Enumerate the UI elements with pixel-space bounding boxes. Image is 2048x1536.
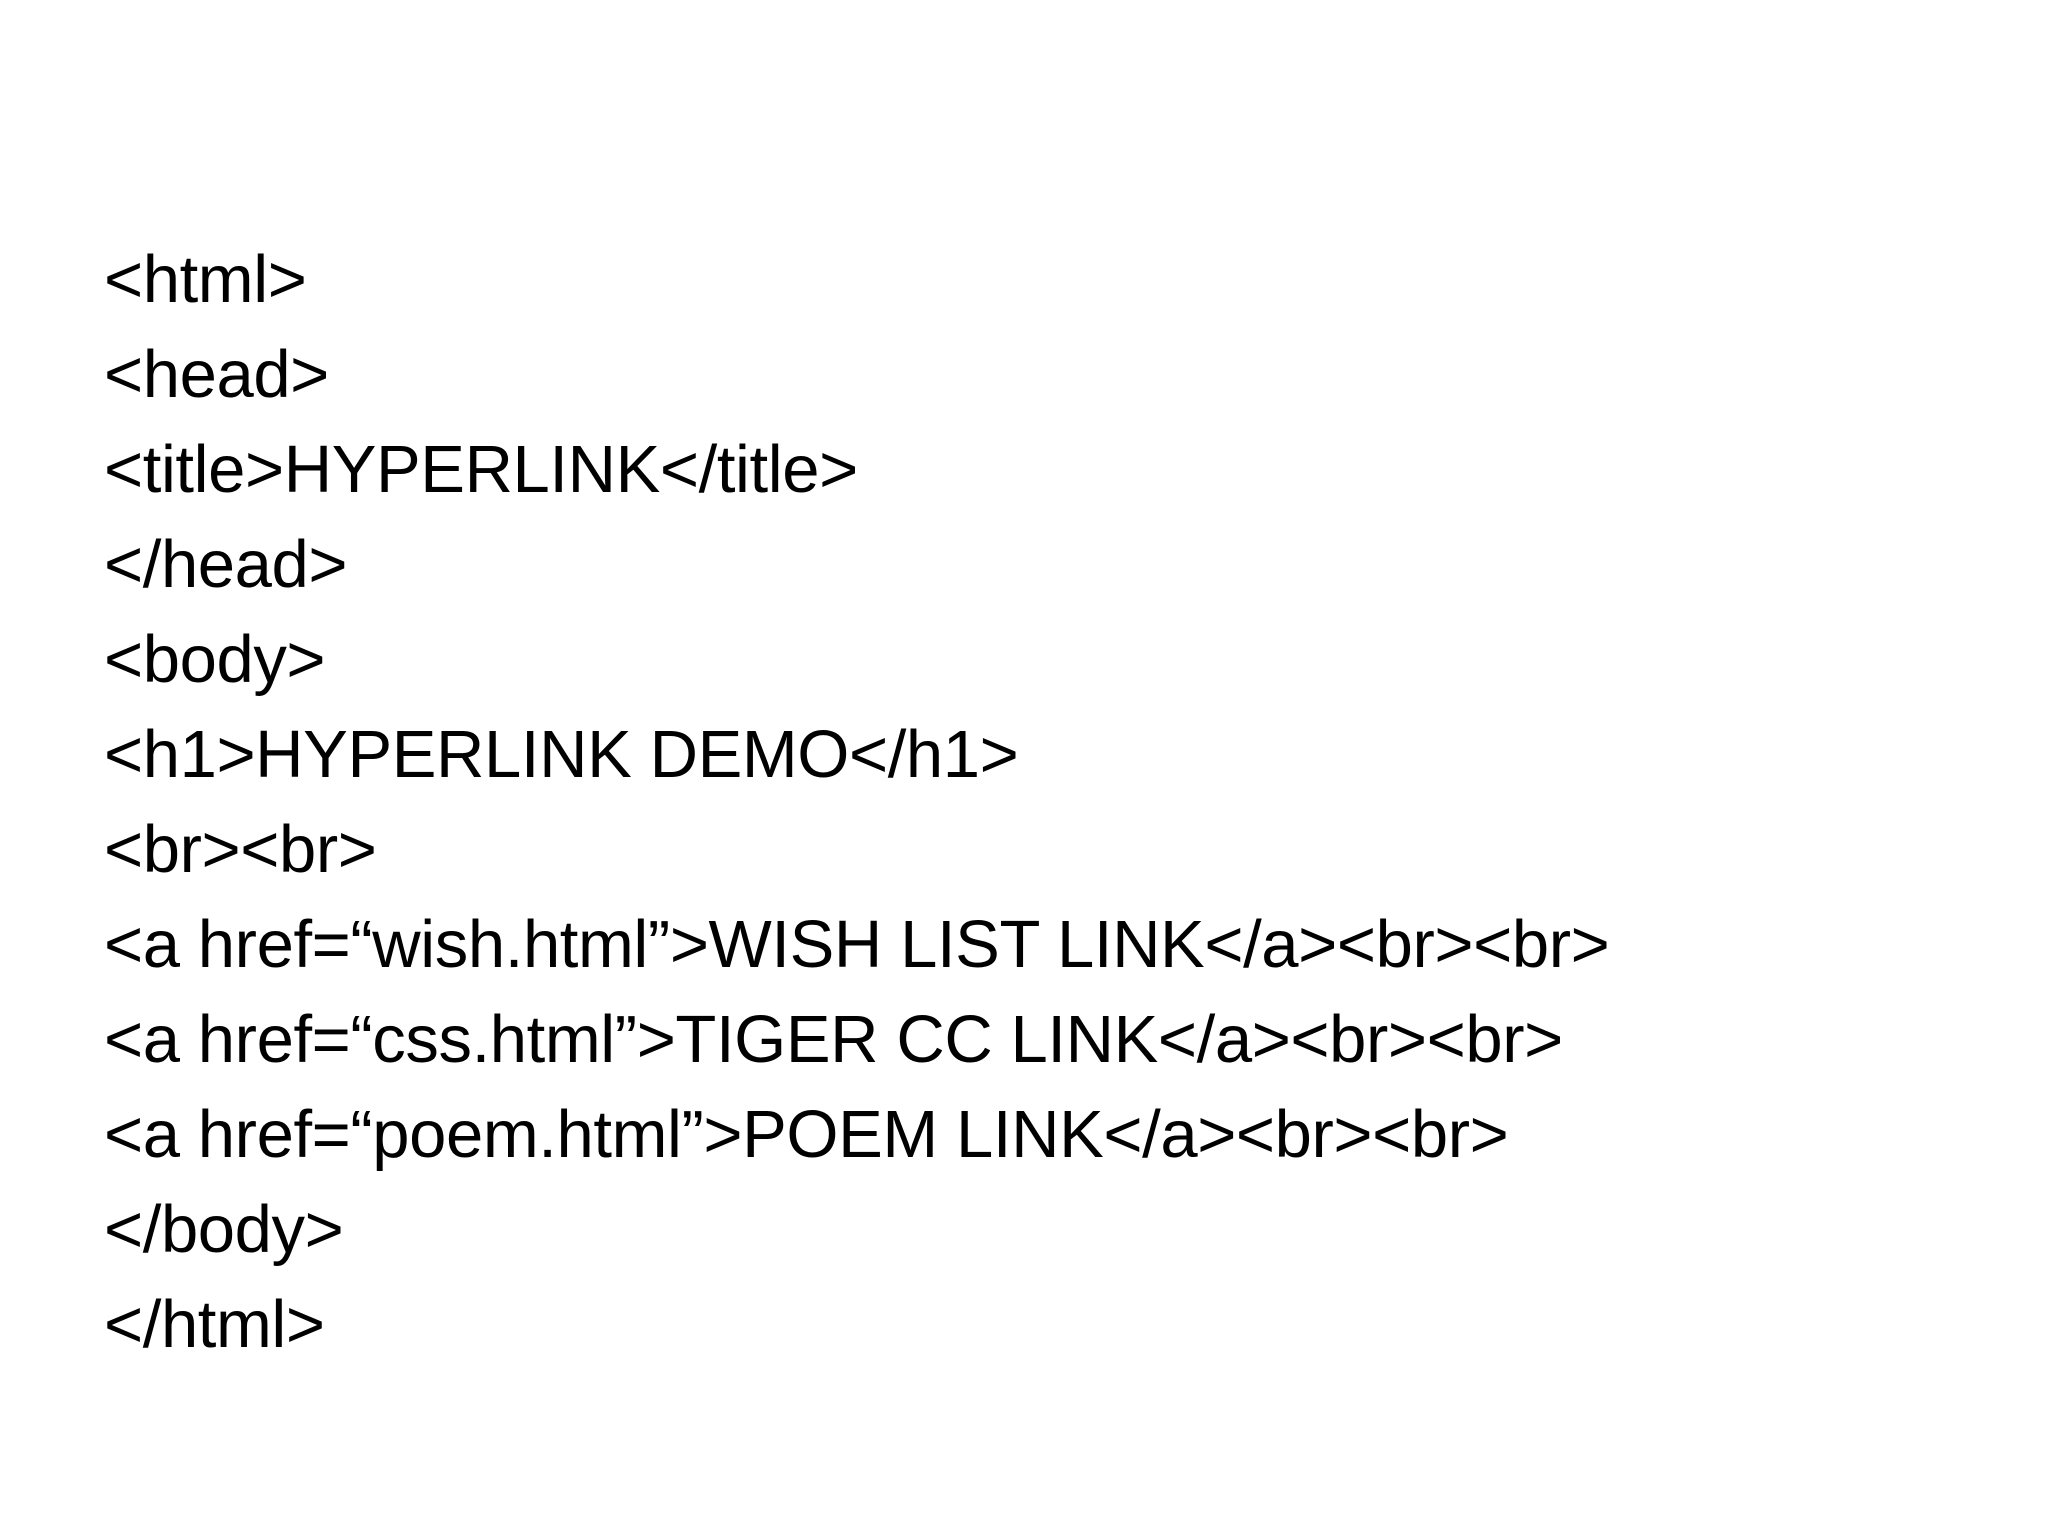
code-line-head-close: </head> — [104, 527, 348, 602]
code-line-anchor-wish: <a href=“wish.html”>WISH LIST LINK</a><b… — [104, 907, 1610, 982]
code-line-anchor-css: <a href=“css.html”>TIGER CC LINK</a><br>… — [104, 1002, 1563, 1077]
code-line-h1: <h1>HYPERLINK DEMO</h1> — [104, 717, 1019, 792]
code-line-body-close: </body> — [104, 1192, 344, 1267]
code-line-head-open: <head> — [104, 337, 329, 412]
code-line-anchor-poem: <a href=“poem.html”>POEM LINK</a><br><br… — [104, 1097, 1509, 1172]
code-listing: <html> <head> <title>HYPERLINK</title> <… — [104, 232, 1944, 1372]
code-line-html-close: </html> — [104, 1287, 325, 1362]
code-line-title: <title>HYPERLINK</title> — [104, 432, 858, 507]
code-line-br-pair: <br><br> — [104, 812, 377, 887]
code-line-html-open: <html> — [104, 242, 307, 317]
code-line-body-open: <body> — [104, 622, 326, 697]
